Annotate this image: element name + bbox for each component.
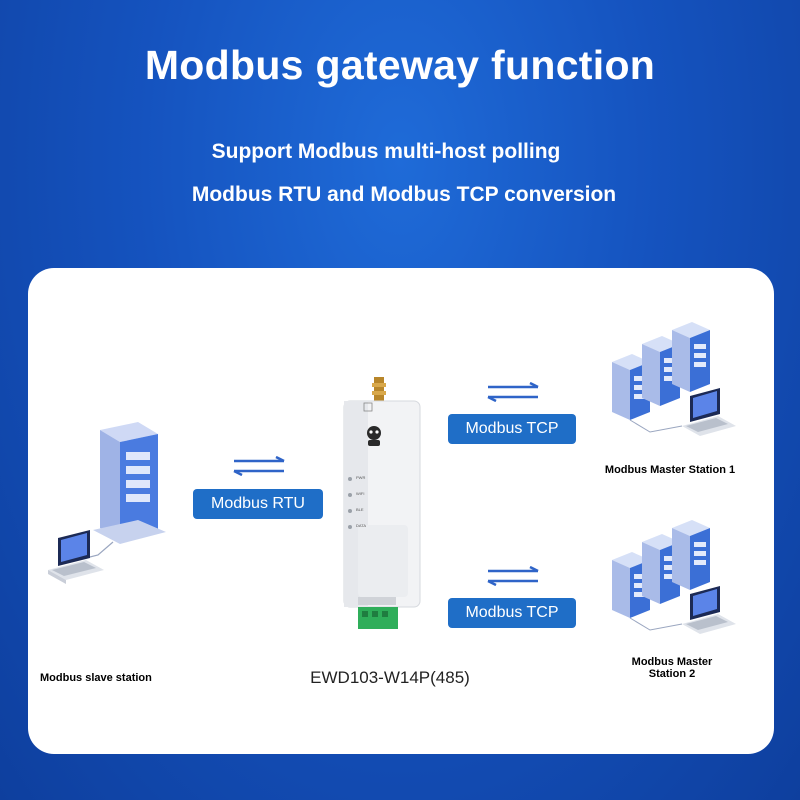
modbus-tcp-tag-2: Modbus TCP — [448, 598, 576, 628]
modbus-tcp-tag-1: Modbus TCP — [448, 414, 576, 444]
master-station-1-label: Modbus Master Station 1 — [604, 464, 736, 476]
indicator-label-data: DATA — [356, 523, 367, 528]
subtitle-conversion: Modbus RTU and Modbus TCP conversion — [191, 183, 617, 206]
gateway-device-icon — [343, 377, 421, 629]
server-cluster-icon — [612, 520, 736, 634]
slave-station-label: Modbus slave station — [40, 672, 152, 684]
device-model-label: EWD103-W14P(485) — [310, 668, 470, 687]
indicator-label-ble: BLE — [356, 507, 364, 512]
master-station-2-label: Modbus Master Station 2 — [631, 656, 713, 680]
modbus-rtu-tag: Modbus RTU — [193, 489, 323, 519]
indicator-label-pwr: PWR — [356, 475, 366, 480]
page-title: Modbus gateway function — [144, 42, 656, 88]
two-way-arrow-icon — [487, 566, 539, 586]
server-cluster-icon — [612, 322, 736, 436]
two-way-arrow-icon — [487, 382, 539, 402]
subtitle-polling: Support Modbus multi-host polling — [211, 140, 561, 163]
two-way-arrow-icon — [233, 456, 285, 476]
slave-station-icon — [48, 422, 166, 584]
indicator-label-wifi: WIFI — [356, 491, 365, 496]
